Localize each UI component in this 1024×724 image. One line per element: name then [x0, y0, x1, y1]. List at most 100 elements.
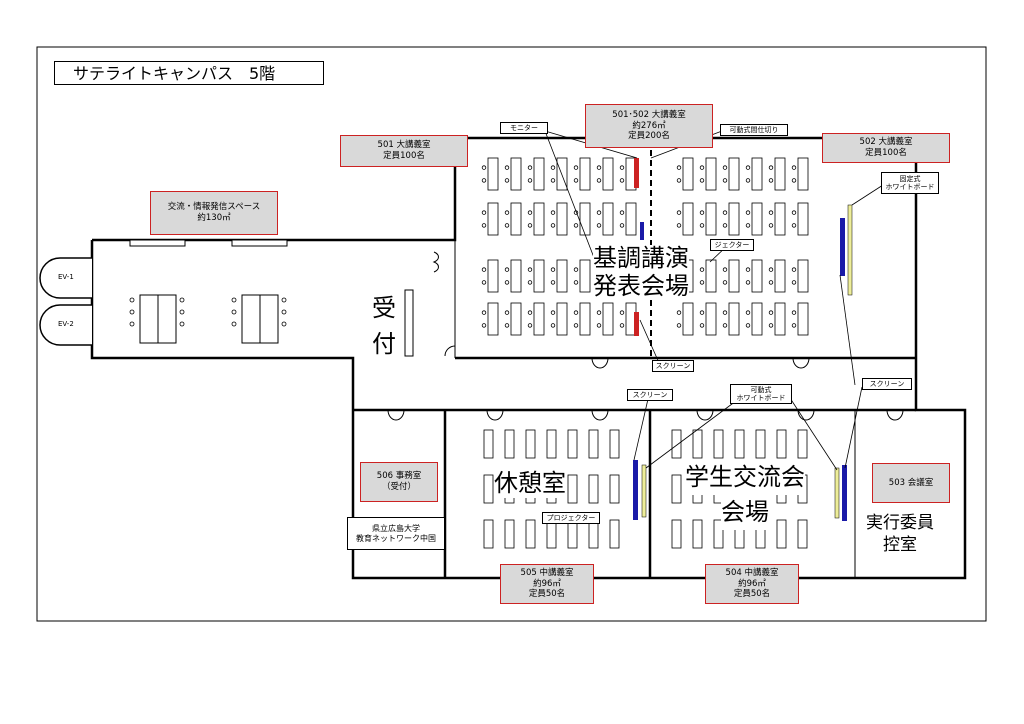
room-505-capacity: 定員50名	[528, 589, 566, 600]
chair	[596, 310, 602, 315]
reception-line1: 受	[372, 294, 396, 322]
desk	[751, 302, 763, 336]
desk	[602, 202, 614, 236]
desk	[682, 157, 694, 191]
chair	[768, 223, 774, 228]
chair	[179, 297, 185, 303]
room-502-box: 502 大講義室 定員100名	[822, 133, 950, 163]
chair	[676, 178, 682, 183]
chair	[550, 280, 556, 285]
chair	[481, 310, 487, 315]
board-rest	[641, 464, 647, 518]
chair	[550, 178, 556, 183]
projector-top-callout: ジェクター	[710, 239, 754, 251]
screen-student	[842, 465, 847, 521]
desk	[525, 429, 536, 459]
chair	[527, 280, 533, 285]
movable-wb-line1: 可動式	[750, 385, 772, 394]
chair	[596, 323, 602, 328]
desk	[579, 259, 591, 293]
chair	[699, 267, 705, 272]
desk	[774, 202, 786, 236]
room-501-capacity: 定員100名	[383, 151, 425, 161]
desk	[751, 157, 763, 191]
reception-line2: 付	[372, 330, 396, 358]
elevator-1-label: EV-1	[58, 273, 74, 281]
elevator-shafts	[39, 257, 92, 346]
desk	[556, 202, 568, 236]
chair	[791, 165, 797, 170]
desk	[483, 519, 494, 549]
desk	[533, 259, 545, 293]
chair	[745, 165, 751, 170]
chair	[504, 323, 510, 328]
desk	[609, 474, 620, 504]
desk	[797, 302, 809, 336]
room-501-502-capacity: 定員200名	[628, 131, 670, 142]
chair	[676, 323, 682, 328]
room-505-area: 約96㎡	[533, 578, 561, 589]
room-505-box: 505 中講義室 約96㎡ 定員50名	[500, 564, 594, 604]
desk	[728, 259, 740, 293]
fixed-wb-line2: ホワイトボード	[885, 183, 935, 191]
screens-boards	[633, 158, 853, 521]
chair	[573, 280, 579, 285]
board-student	[834, 467, 840, 519]
chair	[504, 165, 510, 170]
chair	[129, 309, 135, 315]
desk	[483, 474, 494, 504]
chair	[745, 280, 751, 285]
monitor-red-bottom	[634, 312, 639, 336]
room-503-box: 503 会議室	[872, 463, 950, 503]
desk	[797, 157, 809, 191]
desk	[671, 474, 682, 504]
desk	[609, 429, 620, 459]
chair	[745, 267, 751, 272]
desk	[525, 519, 536, 549]
desk	[692, 429, 703, 459]
desk	[579, 302, 591, 336]
chair	[745, 210, 751, 215]
room-506-name: 506 事務室	[376, 471, 422, 482]
chair	[527, 210, 533, 215]
chair	[527, 310, 533, 315]
desk	[487, 202, 499, 236]
desk	[734, 429, 745, 459]
chair	[281, 297, 287, 303]
chair	[550, 310, 556, 315]
chair	[768, 280, 774, 285]
chair	[504, 280, 510, 285]
desk	[755, 429, 766, 459]
reception-label: 受 付	[372, 290, 396, 362]
desk	[776, 519, 787, 549]
chair	[481, 267, 487, 272]
desk	[625, 202, 637, 236]
desk	[713, 429, 724, 459]
screen-blue-right	[840, 218, 845, 276]
chair	[481, 323, 487, 328]
chair	[791, 178, 797, 183]
room-501-502-box: 501･502 大講義室 約276㎡ 定員200名	[585, 104, 713, 148]
student-line2: 会場	[721, 494, 769, 530]
page-frame	[36, 46, 987, 622]
chair	[791, 280, 797, 285]
desk	[682, 202, 694, 236]
network-line1: 県立広島大学	[372, 523, 420, 533]
screen-rest	[633, 460, 638, 520]
desk	[705, 259, 717, 293]
desk	[510, 302, 522, 336]
chair	[527, 178, 533, 183]
board-right	[847, 204, 853, 296]
chair	[791, 223, 797, 228]
chair	[676, 210, 682, 215]
room-502-capacity: 定員100名	[865, 148, 907, 158]
chair	[676, 310, 682, 315]
chair	[527, 323, 533, 328]
desk	[483, 429, 494, 459]
fixed-wb-line1: 固定式	[899, 174, 921, 183]
chair	[699, 210, 705, 215]
desk	[705, 157, 717, 191]
desk	[556, 259, 568, 293]
chair	[745, 310, 751, 315]
